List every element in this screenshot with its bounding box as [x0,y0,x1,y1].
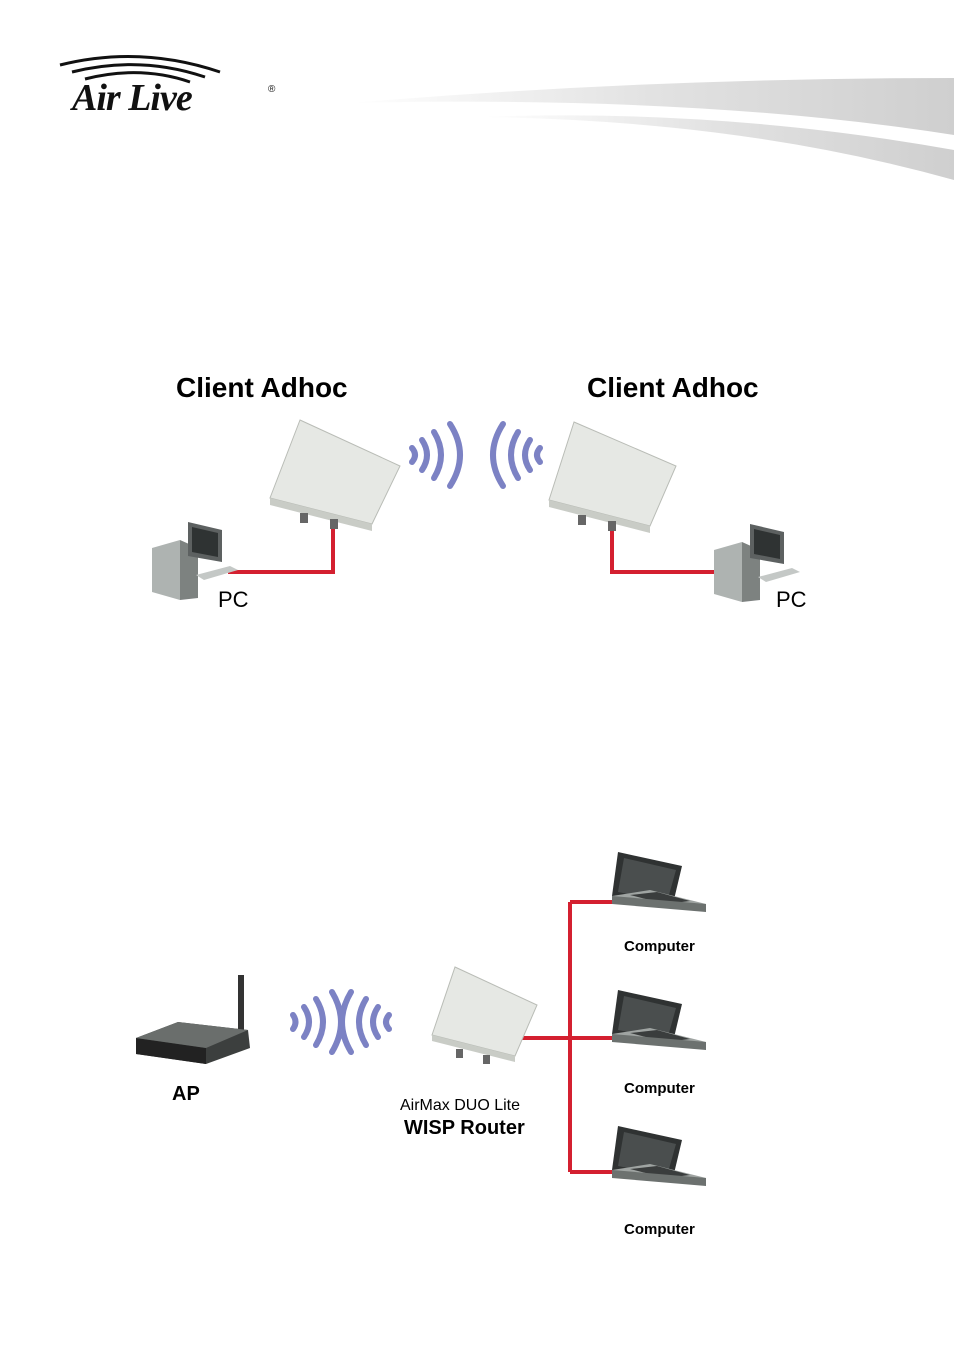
laptop-1-icon [612,852,706,912]
router-model-label: AirMax DUO Lite [400,1097,520,1115]
computer-label: Computer [624,1221,695,1238]
ap-label: AP [172,1083,200,1106]
wisp-outdoor-unit-icon [432,967,537,1064]
laptop-3-icon [612,1126,706,1186]
computer-label: Computer [624,938,695,955]
router-mode-label: WISP Router [404,1117,525,1140]
computer-label: Computer [624,1080,695,1097]
laptop-2-icon [612,990,706,1050]
ap-router-icon [136,975,250,1064]
wisp-wireless-waves-icon [293,992,389,1052]
